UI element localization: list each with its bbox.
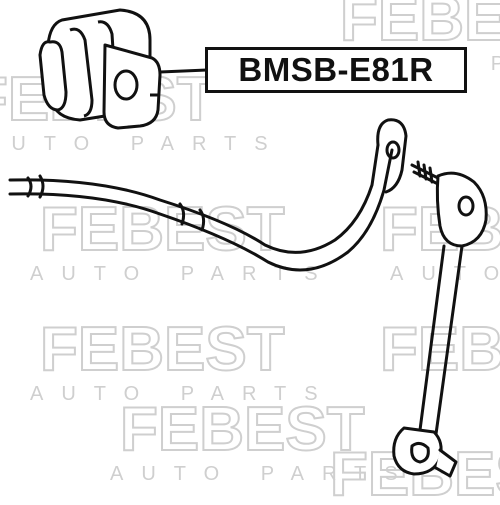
watermark-subtitle: AUTO PARTS (390, 263, 500, 285)
watermark-subtitle: AUTO PARTS (0, 133, 286, 155)
stabilizer-bar (8, 118, 408, 272)
part-number-label: BMSB-E81R (205, 47, 467, 93)
watermark-subtitle: AUTO PARTS (30, 263, 336, 285)
part-number-text: BMSB-E81R (238, 51, 434, 88)
watermark-brand: FEBEST (340, 0, 500, 54)
watermark-brand: FEBEST (40, 315, 285, 384)
watermark-brand: FEBEST (380, 315, 500, 384)
label-leader-line (159, 68, 208, 74)
watermark-brand: FEBEST (40, 195, 285, 264)
stabilizer-link (392, 160, 488, 478)
watermark-subtitle: AUTO PARTS (110, 463, 416, 485)
watermark-subtitle: AUTO PARTS (30, 383, 336, 405)
stabilizer-bushing (38, 8, 162, 130)
watermark-brand: FEBEST (120, 395, 365, 464)
